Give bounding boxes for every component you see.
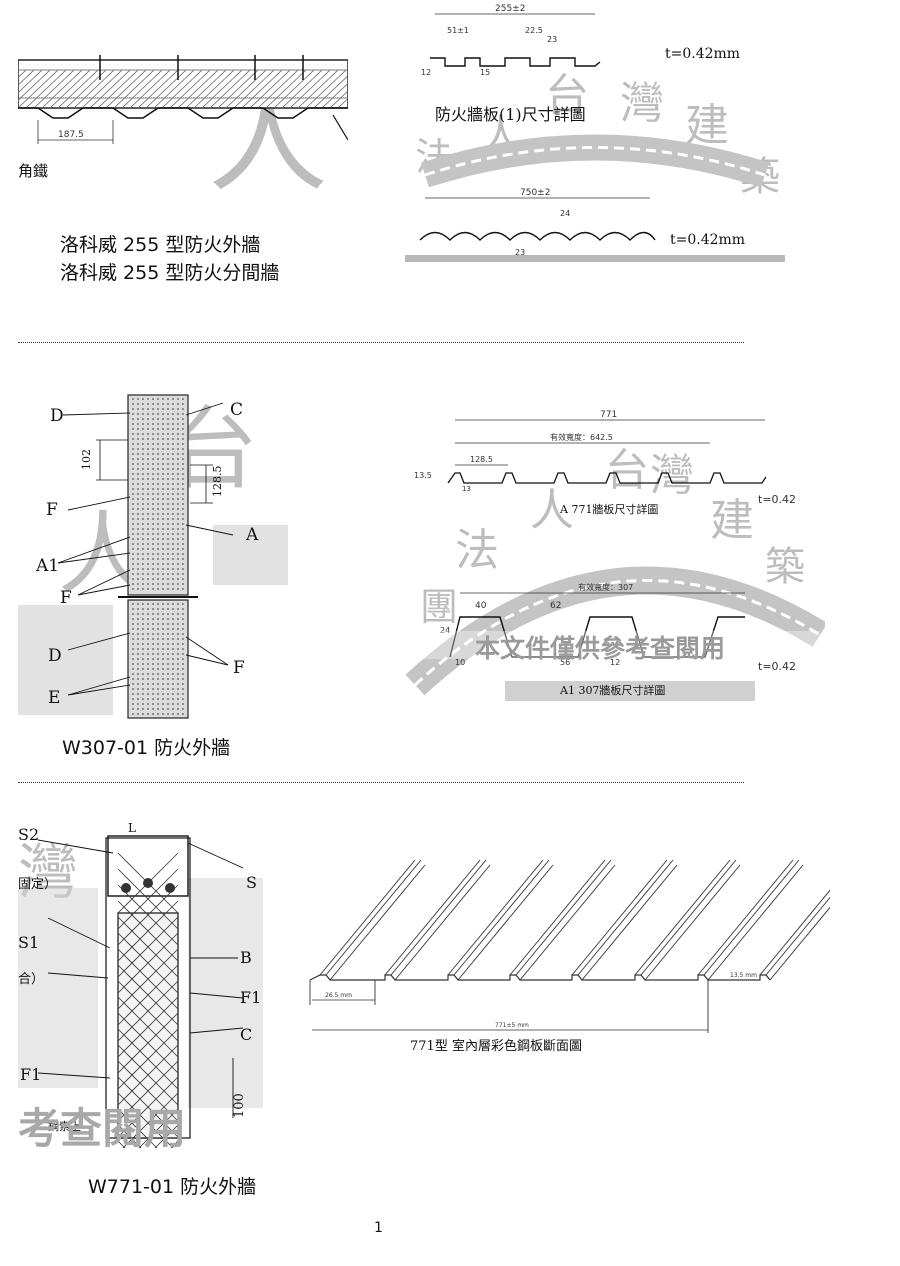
section3-label-F1-left: F1: [20, 1065, 41, 1084]
section3-dim-26-5: 26.5 mm: [325, 992, 352, 999]
section2-label-F-3: F: [233, 658, 245, 678]
section2-label-A: A: [245, 525, 259, 545]
section2-dim-771: 771: [600, 410, 617, 420]
section1-profile-bottom: [419, 231, 656, 241]
section2-dim-128-5: 128.5: [211, 466, 224, 498]
section1-dim-width-bottom: 750±2: [520, 188, 550, 198]
section1-corrugated-sheet: [18, 107, 348, 119]
section3-caption: W771-01 防火外牆: [88, 1176, 257, 1198]
section3-overlay-text: 考查閱用: [18, 1104, 186, 1148]
section2-right-drawing: 法 人 台 灣 建 築 團 771 有效寬度：642.5 128.5 13.5 …: [405, 410, 825, 701]
section3-label-S1: S1: [18, 933, 39, 952]
section2-effective-width-bottom: 有效寬度：307: [578, 582, 633, 592]
section1-dim-24: 24: [560, 209, 570, 218]
section1-dim-15: 15: [480, 68, 490, 77]
section2-dim-24: 24: [440, 626, 450, 635]
section2-title-bottom: A1 307牆板尺寸詳圖: [559, 683, 665, 697]
section2-label-D-bottom: D: [48, 646, 62, 666]
section1-watermark-4: 建: [685, 100, 729, 151]
section2-thickness-bottom: t=0.42: [758, 660, 796, 673]
section2-dim-102: 102: [80, 449, 93, 470]
section2-watermark-2: 台: [605, 445, 649, 496]
section1-meander-band: [421, 134, 769, 188]
section1-caption-1: 洛科威 255 型防火外牆: [60, 234, 261, 256]
section3-left-drawing: 灣 S2 L S 固定） S1 合） B F1 C F1 鋼索上 100 考查閱…: [18, 821, 263, 1148]
section1-dim-width-top: 255±2: [495, 4, 525, 14]
section2-effective-width-top: 有效寬度：642.5: [550, 432, 613, 442]
section3-dim-13-5: 13.5 mm: [730, 972, 757, 979]
section3-label-L: L: [128, 821, 136, 835]
section2-profile-771: [447, 472, 767, 484]
section3-label-S: S: [246, 873, 257, 892]
section2-label-F-2: F: [60, 588, 72, 608]
section2-label-E: E: [48, 688, 60, 708]
section2-watermark-0: 法: [455, 525, 499, 576]
section3-label-B: B: [240, 948, 252, 967]
section3-right-drawing: 26.5 mm 771±5 mm 13.5 mm 771型 室內層彩色鋼板斷面圖: [309, 859, 830, 1054]
section2-watermark-1: 人: [530, 485, 574, 536]
section1-dim-23: 23: [547, 35, 557, 44]
section2-dim-13-5: 13.5: [414, 471, 432, 480]
section3-label-S2: S2: [18, 825, 39, 844]
section3-drawing-title: 771型 室內層彩色鋼板斷面圖: [410, 1038, 582, 1054]
section2-dim-13: 13: [462, 485, 471, 493]
section2-overlay-text: 本文件僅供參考查閱用: [475, 634, 725, 663]
section1-watermark-2: 台: [545, 70, 589, 121]
section2-caption: W307-01 防火外牆: [62, 737, 231, 759]
section1-dim-22-5: 22.5: [525, 26, 543, 35]
section2-profile-307: [449, 616, 745, 658]
section1-thickness-top: t=0.42mm: [665, 46, 740, 62]
section1-left-drawing: 人 187.5 角鐵: [18, 55, 348, 190]
section1-profile-top: [430, 57, 601, 67]
section3-label-fixed: 固定）: [18, 877, 57, 892]
section1-dim-51: 51±1: [447, 26, 469, 35]
section2-left-drawing: 人 台 102 128.5 D C F A A1 F D F E: [18, 394, 288, 719]
section1-dim-label: 187.5: [58, 130, 84, 140]
section2-watermark-4: 建: [710, 495, 754, 546]
section1-drawing-title: 防火牆板(1)尺寸詳圖: [435, 105, 586, 124]
section1-dim-12: 12: [421, 68, 431, 77]
section2-label-D-top: D: [50, 406, 64, 426]
section2-dim-12: 12: [610, 658, 620, 667]
section2-dim-40: 40: [475, 601, 487, 611]
section2-dim-62: 62: [550, 601, 561, 611]
section2-watermark-5: 築: [765, 544, 805, 590]
divider-1: [18, 342, 744, 343]
section3-label-C: C: [240, 1025, 252, 1044]
section3-label-F1-right: F1: [240, 988, 261, 1007]
section1-right-drawing: 法 人 台 灣 建 築 255±2 51±1 22.5 23 12 15 t=0…: [405, 4, 785, 262]
section2-watermark-3: 灣: [650, 450, 694, 501]
section2-thickness-top: t=0.42: [758, 493, 796, 506]
section2-watermark-6: 團: [420, 585, 458, 629]
section2-title-top: A 771牆板尺寸詳圖: [559, 502, 658, 516]
section2-label-A1: A1: [35, 556, 59, 576]
section1-dim-23-bottom: 23: [515, 248, 525, 257]
section3-label-cable: 鋼索上: [48, 1119, 81, 1133]
section2-label-C: C: [230, 400, 243, 420]
section2-dim-56: 56: [560, 658, 570, 667]
section2-dim-pitch: 128.5: [470, 455, 493, 464]
section2-dim-10: 10: [455, 658, 465, 667]
section3-dim-100: 100: [232, 1093, 247, 1118]
section1-watermark-3: 灣: [620, 78, 664, 129]
section3-label-combine: 合）: [18, 972, 44, 987]
section1-thickness-bottom: t=0.42mm: [670, 232, 745, 248]
section1-caption-2: 洛科威 255 型防火分間牆: [60, 262, 280, 284]
divider-2: [18, 782, 744, 783]
page-number: 1: [374, 1220, 383, 1236]
section2-label-F-1: F: [46, 500, 58, 520]
section3-dim-771: 771±5 mm: [495, 1022, 529, 1029]
section1-side-label: 角鐵: [18, 162, 48, 180]
